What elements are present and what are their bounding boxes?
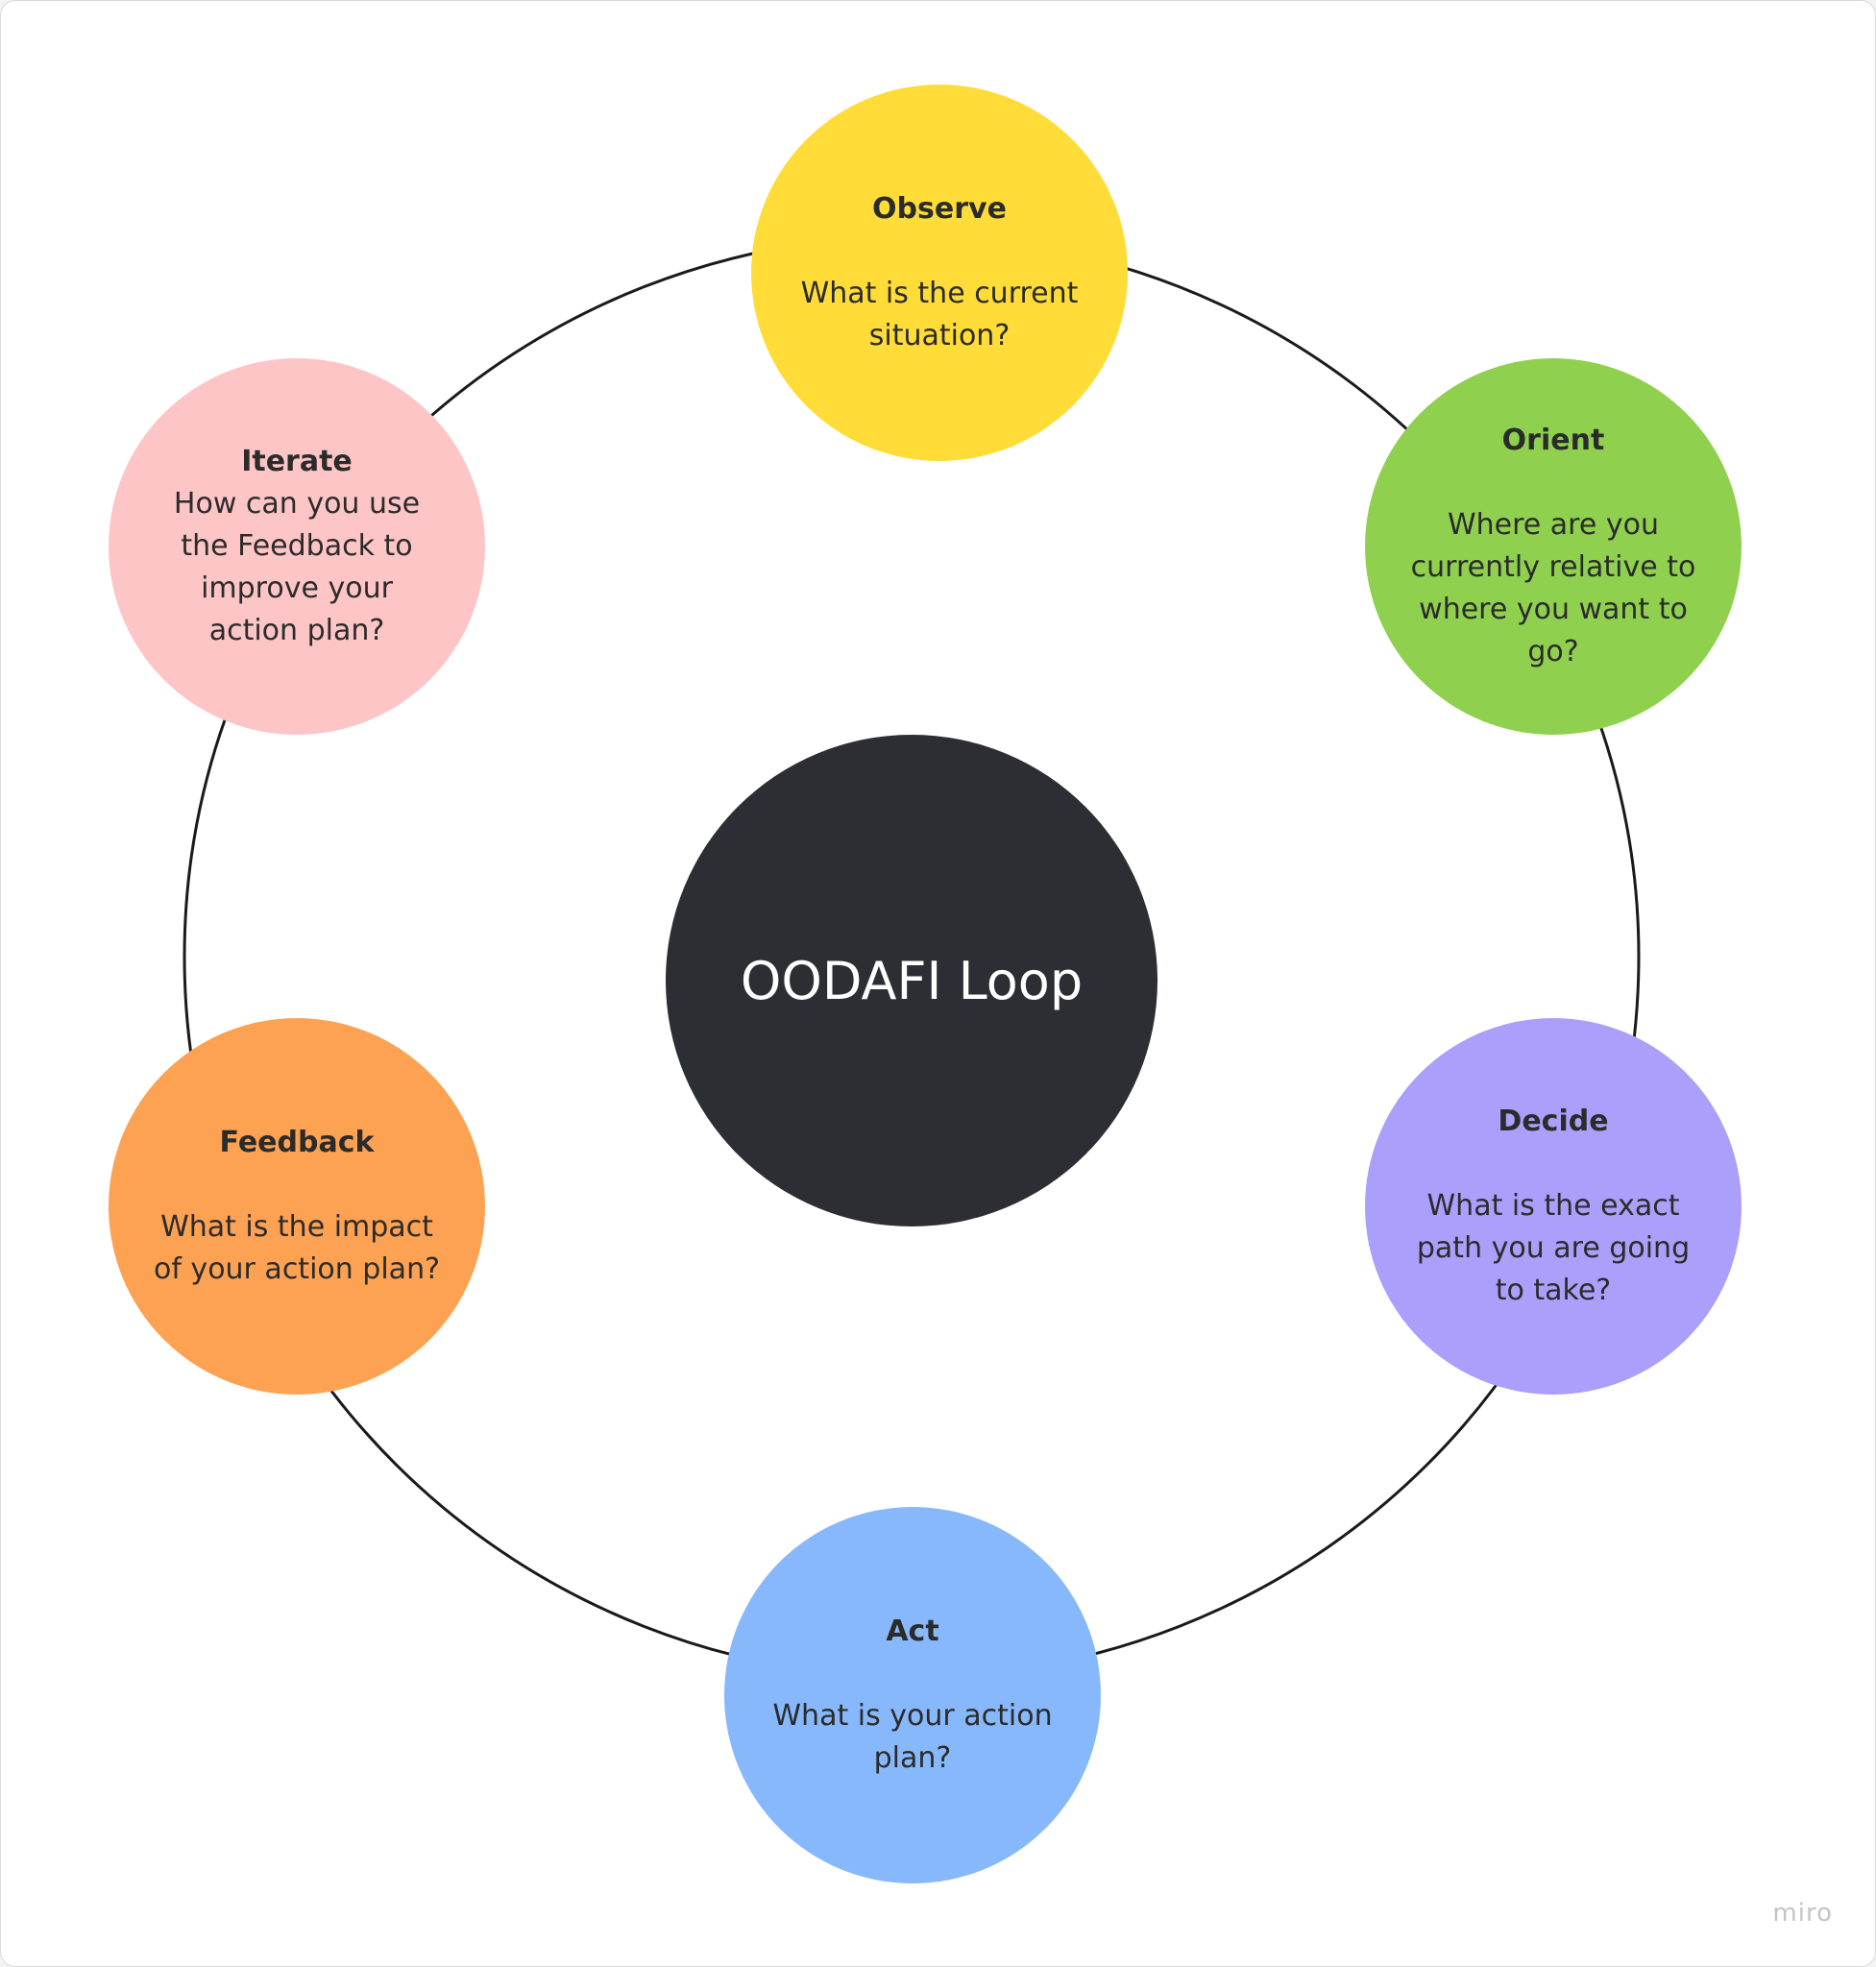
node-feedback[interactable]: Feedback What is the impact of your acti… <box>109 1018 485 1395</box>
node-title: Feedback <box>219 1126 375 1159</box>
node-act[interactable]: Act What is your action plan? <box>724 1507 1101 1883</box>
node-title: Iterate <box>241 445 353 478</box>
node-question: How can you use the Feedback to improve … <box>173 487 421 647</box>
node-title: Orient <box>1501 424 1605 457</box>
node-orient[interactable]: Orient Where are you currently relative … <box>1365 358 1742 735</box>
node-title: Decide <box>1498 1105 1609 1138</box>
node-question: What is the exact path you are going to … <box>1416 1189 1691 1307</box>
node-question: What is the impact of your action plan? <box>153 1210 441 1286</box>
center-node[interactable]: OODAFI Loop <box>666 735 1157 1226</box>
node-question: What is your action plan? <box>772 1699 1053 1775</box>
node-question: Where are you currently relative to wher… <box>1410 508 1696 668</box>
miro-watermark: miro <box>1772 1899 1833 1928</box>
node-iterate[interactable]: Iterate How can you use the Feedback to … <box>109 358 485 735</box>
node-decide[interactable]: Decide What is the exact path you are go… <box>1365 1018 1742 1395</box>
center-title: OODAFI Loop <box>740 950 1084 1011</box>
node-question: What is the current situation? <box>800 277 1079 352</box>
node-title: Act <box>886 1615 939 1648</box>
node-observe[interactable]: Observe What is the current situation? <box>751 85 1128 461</box>
node-title: Observe <box>872 192 1007 226</box>
